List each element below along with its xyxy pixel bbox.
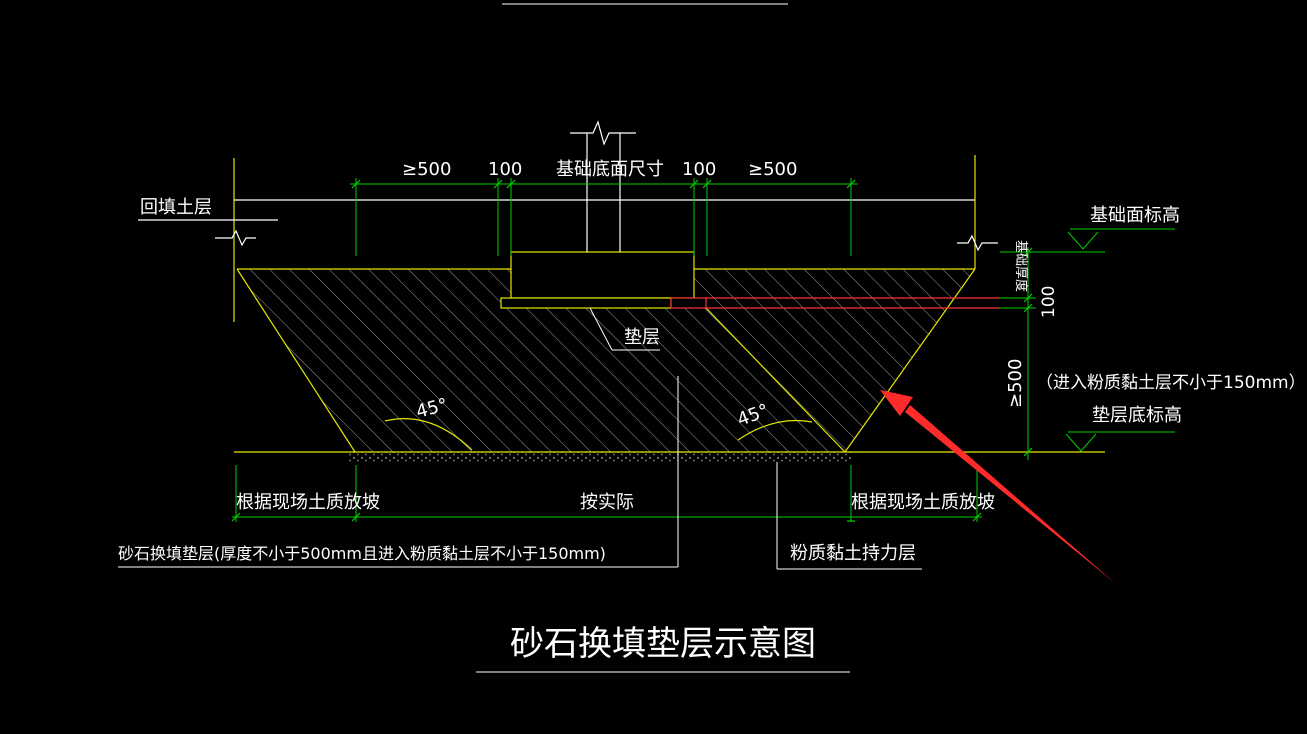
dim-right-100: 100: [682, 159, 716, 180]
gravel-base-strip: [348, 452, 853, 463]
cushion-thickness-100: 100: [1039, 286, 1059, 318]
excavation-outline: [233, 155, 976, 453]
depth-note: （进入粉质黏土层不小于150mm）: [1036, 373, 1306, 393]
bearing-layer-label: 粉质黏土持力层: [790, 543, 916, 564]
leader-lines: [118, 307, 922, 673]
foundation-top-elevation: 基础面标高: [1090, 205, 1180, 226]
cushion-pad-section: [670, 297, 707, 309]
cushion-pad: [500, 297, 672, 309]
dimension-lines: [232, 178, 1175, 522]
dim-center-label: 基础底面尺寸: [556, 159, 664, 180]
dim-right-500: ≥500: [748, 159, 797, 180]
backfill-label: 回填土层: [140, 197, 212, 218]
annotation-arrow: [880, 390, 1116, 584]
dim-left-500: ≥500: [402, 159, 451, 180]
backfill-ground: [138, 199, 998, 252]
page-title: 砂石换填垫层示意图: [510, 624, 816, 664]
angle-lines: [384, 307, 846, 453]
depth-500-label: ≥500: [1005, 359, 1026, 408]
dim-left-100: 100: [488, 159, 522, 180]
actual-label: 按实际: [580, 492, 634, 513]
slope-right-label: 根据现场土质放坡: [851, 492, 995, 513]
slope-left-label: 根据现场土质放坡: [236, 492, 380, 513]
column-stem: [570, 120, 636, 252]
cushion-bottom-elevation: 垫层底标高: [1092, 405, 1182, 426]
foundation-footing: [510, 251, 695, 299]
section-lines: [706, 297, 1000, 309]
cushion-label: 垫层: [624, 327, 660, 348]
foundation-thickness-label: 基础厚度: [1013, 240, 1029, 292]
gravel-layer-label: 砂石换填垫层(厚度不小于500mm且进入粉质黏土层不小于150mm): [118, 544, 606, 563]
dimension-ticks: [231, 179, 1033, 522]
